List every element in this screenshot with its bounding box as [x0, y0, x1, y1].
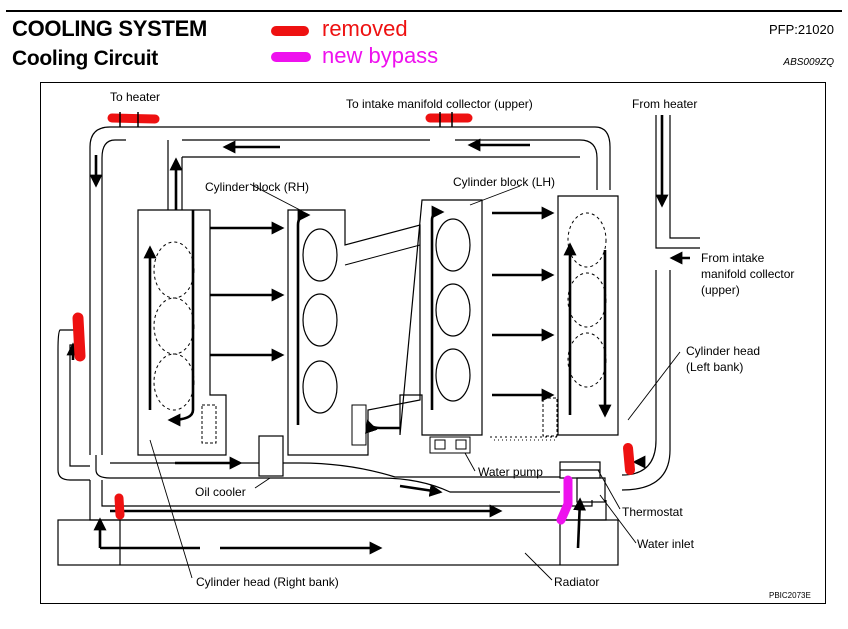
cylinder-block-lh [399, 199, 483, 454]
label-cylinder-head-left-line1: Cylinder head [686, 344, 760, 358]
label-from-intake-line3: (upper) [701, 283, 740, 297]
label-to-heater: To heater [110, 90, 160, 104]
label-from-heater: From heater [632, 97, 697, 111]
cylinder-head-left-bank [490, 195, 619, 438]
legend-bypass-label: new bypass [322, 43, 439, 68]
radiator-outline [57, 455, 619, 566]
legend-removed-swatch [271, 26, 309, 36]
label-cylinder-block-rh: Cylinder block (RH) [205, 180, 309, 194]
label-water-pump: Water pump [478, 465, 543, 479]
section-title: COOLING SYSTEM [12, 16, 208, 41]
removed-markers [72, 113, 635, 520]
diagram-frame [40, 82, 826, 604]
document-id: ABS009ZQ [783, 57, 834, 68]
new-bypass-marker [556, 475, 573, 525]
label-oil-cooler: Oil cooler [195, 485, 246, 499]
figure-code: PBIC2073E [769, 591, 811, 600]
label-cylinder-head-right-bank: Cylinder head (Right bank) [196, 575, 339, 589]
legend-removed-label: removed [322, 16, 408, 41]
label-from-intake-line2: manifold collector [701, 267, 794, 281]
label-thermostat: Thermostat [622, 505, 683, 519]
oil-cooler [258, 435, 284, 477]
leader-lines [149, 183, 681, 581]
cylinder-block-rh [287, 209, 421, 456]
section-subtitle: Cooling Circuit [12, 47, 158, 70]
header-rule [6, 10, 842, 12]
label-from-intake-line1: From intake [701, 251, 765, 265]
removed-stubs [119, 112, 453, 127]
label-cylinder-head-left-line2: (Left bank) [686, 360, 743, 374]
label-to-intake-upper: To intake manifold collector (upper) [346, 97, 533, 111]
label-water-inlet: Water inlet [637, 537, 695, 551]
label-radiator: Radiator [554, 575, 599, 589]
part-code: PFP:21020 [768, 22, 834, 37]
legend-bypass-swatch [271, 52, 311, 62]
thermostat-housing [559, 461, 606, 503]
flow-arrows [66, 115, 690, 555]
label-cylinder-block-lh: Cylinder block (LH) [453, 175, 555, 189]
